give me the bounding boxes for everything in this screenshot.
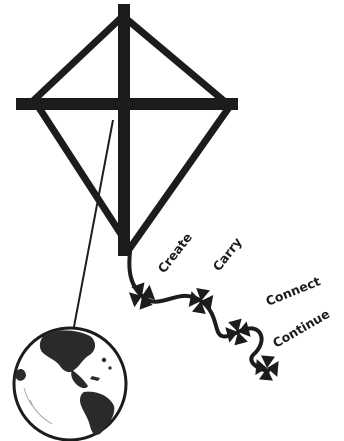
globe-icon <box>14 328 126 440</box>
kite-frame <box>34 16 230 248</box>
tail-bow <box>128 281 157 311</box>
tail-label-continue: Continue <box>270 306 332 351</box>
kite-vertical-spar <box>118 4 130 256</box>
kite-horizontal-spar <box>16 98 238 110</box>
tail-label-carry: Carry <box>210 235 245 274</box>
tail-label-create: Create <box>155 230 196 276</box>
tail-label-connect: Connect <box>264 273 323 308</box>
tail-bow <box>255 355 279 381</box>
tail-bow <box>224 318 251 347</box>
kite-string <box>73 120 113 332</box>
